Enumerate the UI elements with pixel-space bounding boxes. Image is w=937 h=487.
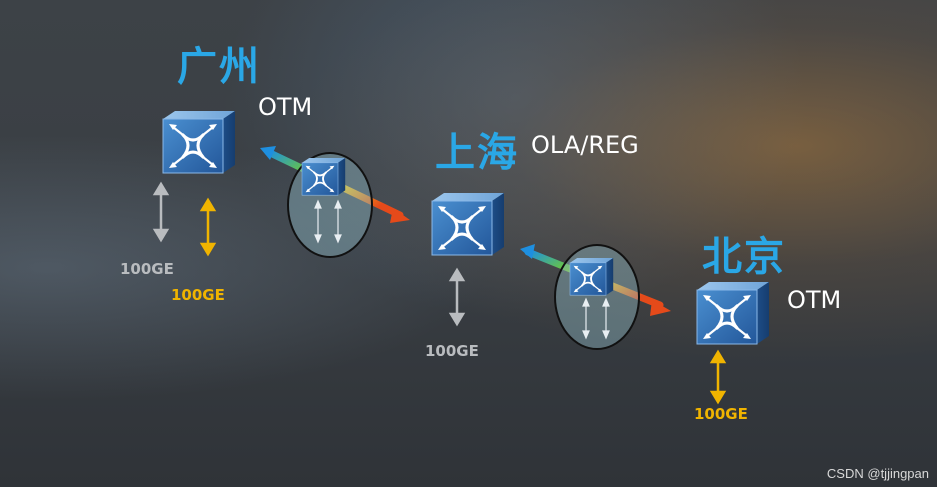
optical-switch-icon <box>695 280 771 346</box>
bidirectional-arrow-icon <box>152 181 170 243</box>
role-label-guangzhou: OTM <box>258 93 313 121</box>
optical-switch-icon <box>161 109 237 175</box>
optical-switch-icon <box>430 191 506 257</box>
rate-label-guangzhou-1: 100GE <box>120 260 174 278</box>
role-label-beijing: OTM <box>787 286 842 314</box>
role-label-shanghai: OLA/REG <box>531 131 639 159</box>
rate-label-beijing: 100GE <box>694 405 748 423</box>
bidirectional-arrow-icon <box>448 267 466 327</box>
rate-label-shanghai: 100GE <box>425 342 479 360</box>
city-label-beijing: 北京 <box>702 234 786 280</box>
city-label-guangzhou: 广州 <box>177 44 261 90</box>
bidirectional-arrow-icon <box>709 349 727 405</box>
amplifier-ellipse-icon <box>287 152 373 258</box>
rate-label-guangzhou-2: 100GE <box>171 286 225 304</box>
city-label-shanghai: 上海 <box>435 130 519 176</box>
amplifier-ellipse-icon <box>554 244 640 350</box>
watermark: CSDN @tjjingpan <box>826 466 929 481</box>
bidirectional-arrow-icon <box>199 197 217 257</box>
